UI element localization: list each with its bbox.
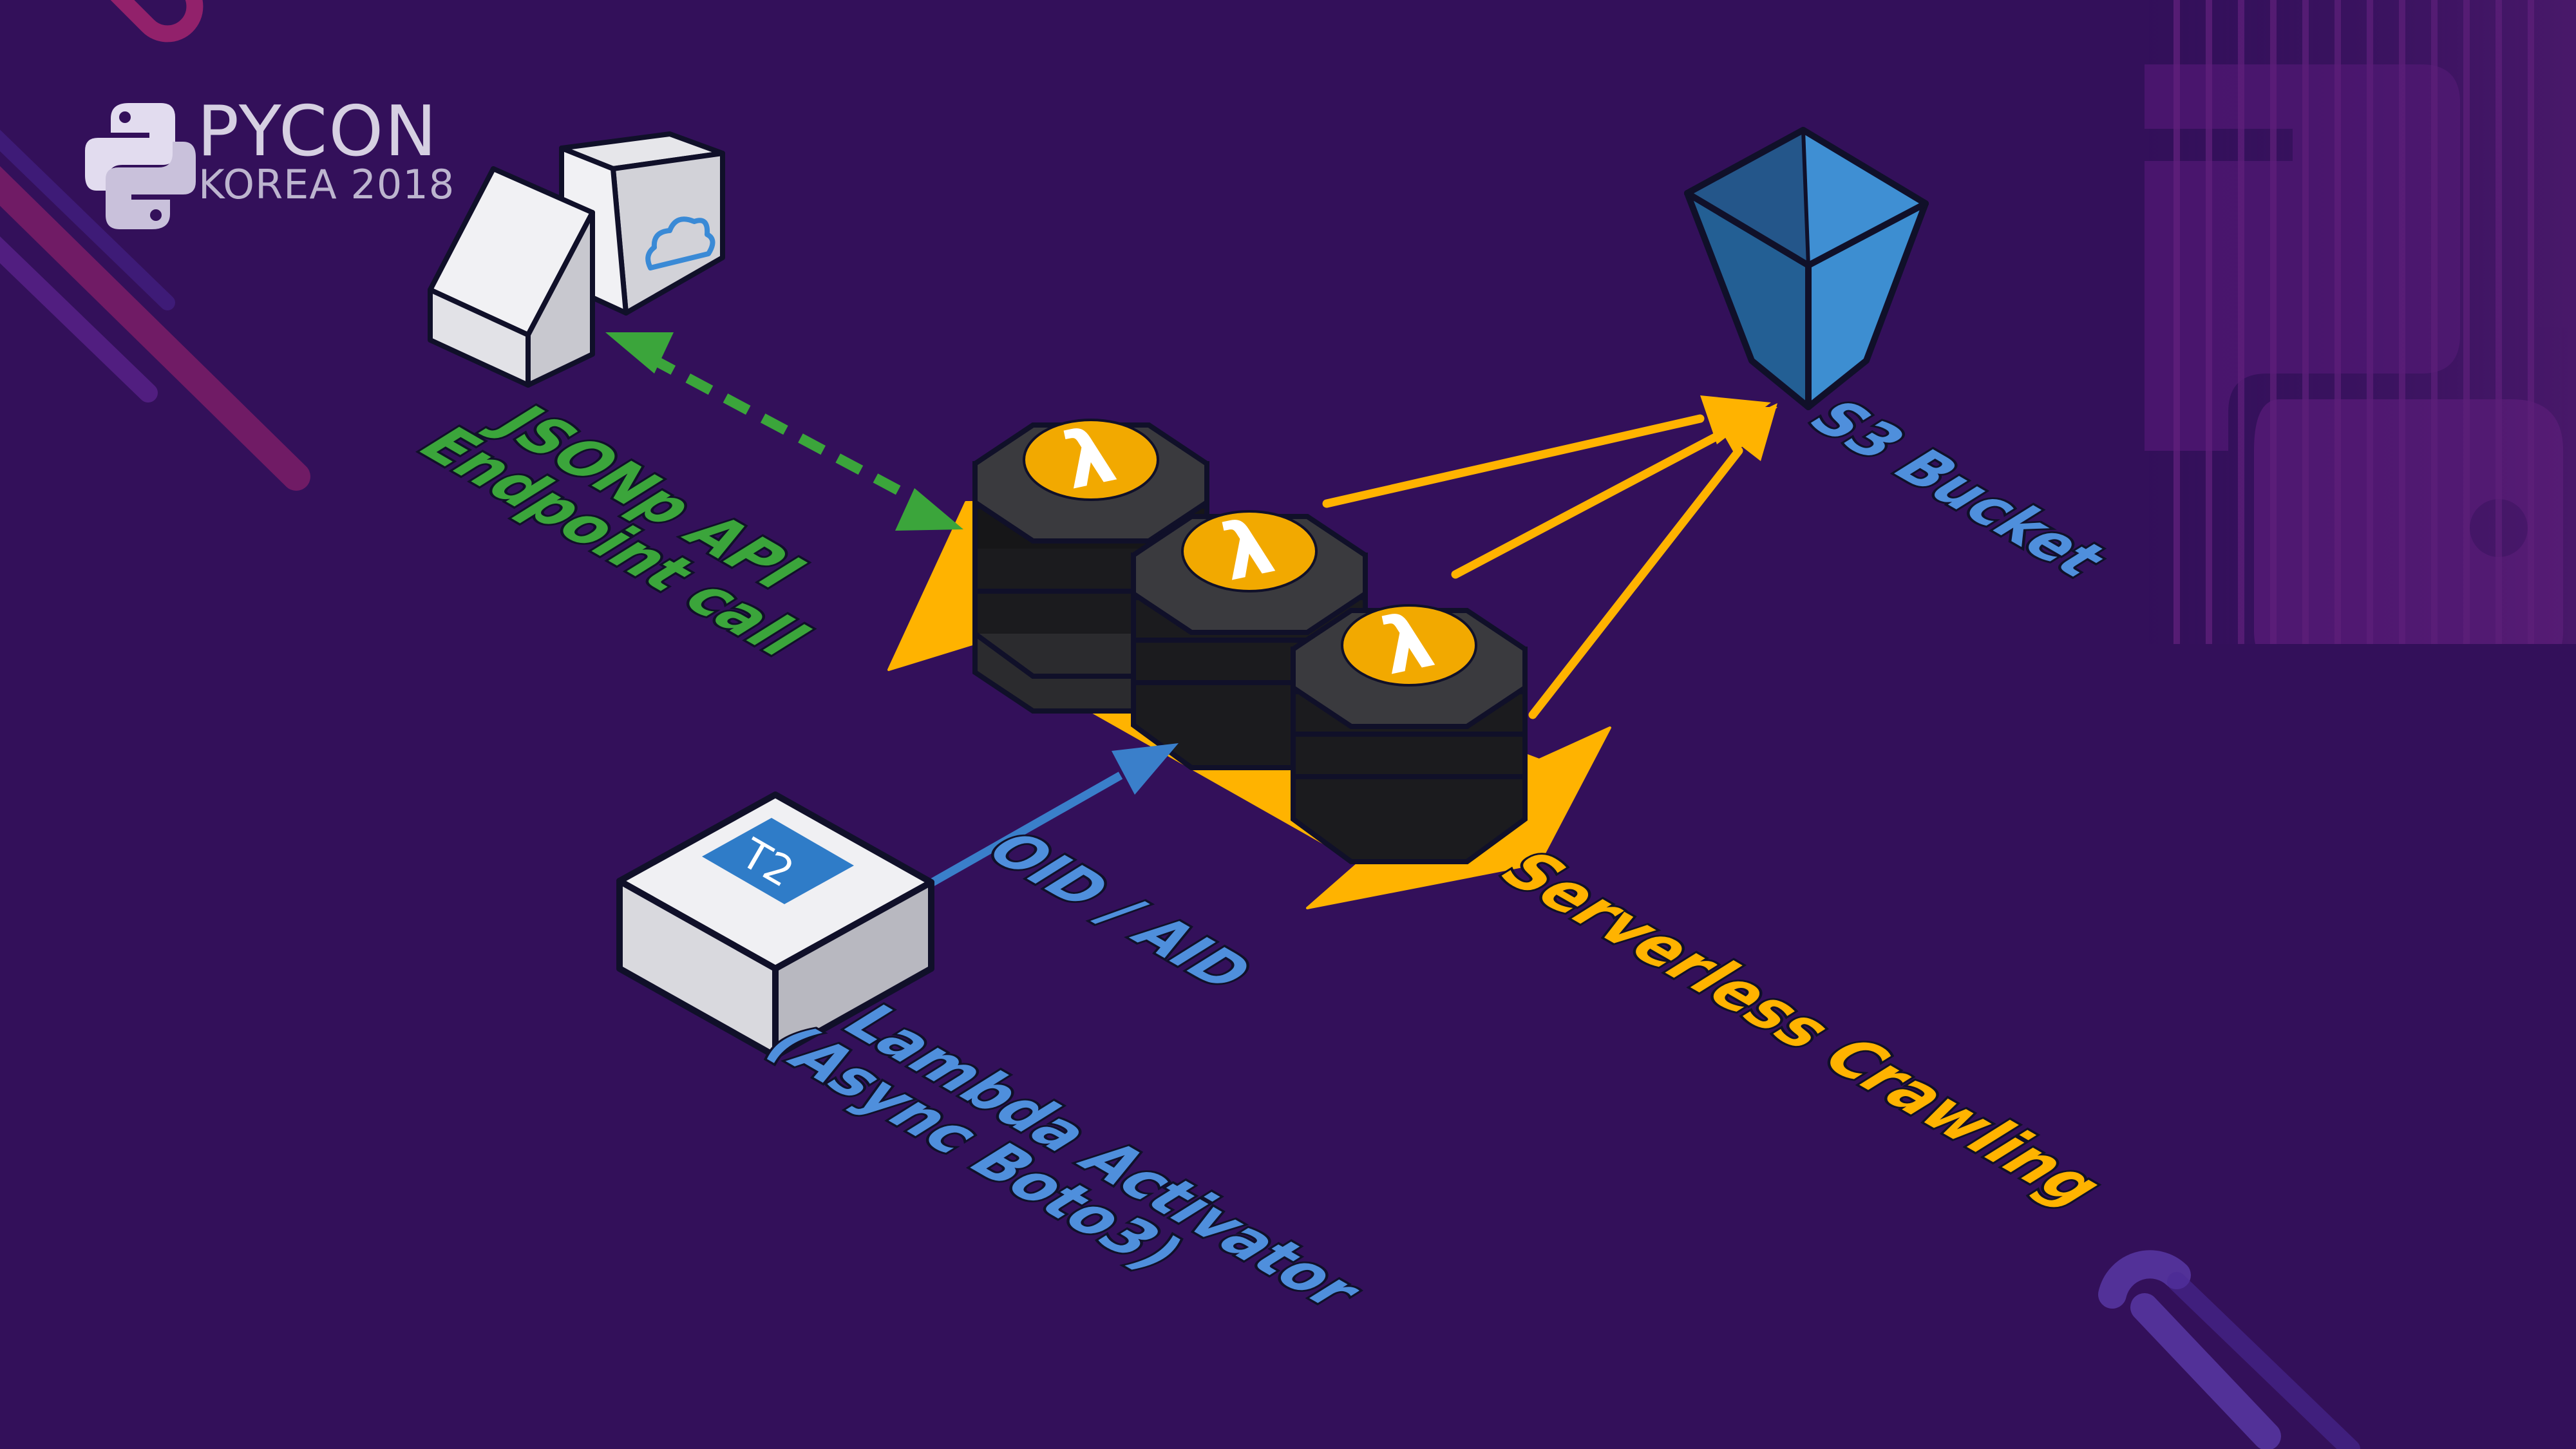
- s3-bucket-icon: [1684, 127, 1929, 410]
- jsonp-call-arrow: [605, 332, 963, 531]
- oid-aid-arrow: [930, 743, 1179, 886]
- ec2-t2-instance: [616, 791, 934, 1059]
- pycon-logo: PYCON KOREA 2018: [84, 97, 496, 206]
- python-logo-icon: [85, 103, 196, 229]
- lambda-stack-3: [1291, 604, 1528, 864]
- logo-title: PYCON: [197, 91, 439, 172]
- upload-arrows: [1322, 395, 1777, 719]
- cloud-icon: [645, 216, 715, 270]
- logo-subtitle: KOREA 2018: [198, 161, 455, 208]
